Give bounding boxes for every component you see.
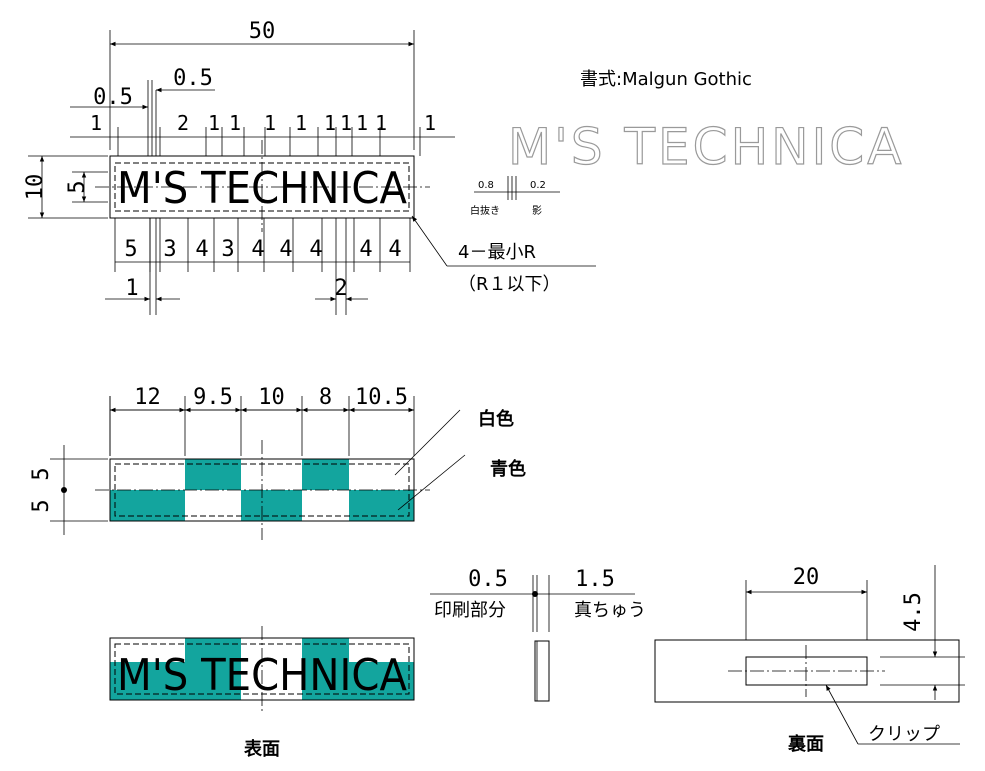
dim-letter-width: 4 bbox=[279, 237, 292, 262]
color-view: 12 9.5 10 8 10.5 5 5 白色 青色 bbox=[29, 385, 526, 540]
dim-letter-width: 3 bbox=[221, 237, 234, 262]
label-blue: 青色 bbox=[490, 458, 526, 480]
outline-left-value: 0.8 bbox=[478, 180, 494, 191]
dim-bottom-mid: 2 bbox=[334, 276, 347, 301]
dim-height-outer-label: 10 bbox=[23, 174, 48, 201]
body-thickness: 1.5 bbox=[575, 567, 615, 592]
clip-leader bbox=[825, 684, 859, 745]
front-label: 表面 bbox=[244, 738, 280, 760]
logo-top: M'S TECHNICA bbox=[117, 163, 407, 214]
outline-note: 0.8 0.2 白抜き 影 bbox=[470, 176, 560, 217]
dim-letter-width: 4 bbox=[388, 237, 401, 262]
clip-label: クリップ bbox=[868, 724, 940, 745]
back-plate-outline bbox=[654, 639, 960, 703]
dim-segment-label: 8 bbox=[319, 385, 332, 410]
dim-letter-width: 4 bbox=[251, 237, 264, 262]
dim-height-bottom: 5 bbox=[29, 499, 54, 512]
blue-block-top-1 bbox=[185, 459, 241, 490]
dim-gap-label: 1 bbox=[295, 111, 307, 135]
dim-gap-label: 1 bbox=[208, 111, 220, 135]
dim-gap-label: 1 bbox=[324, 111, 336, 135]
corner-note: 4－最小R bbox=[458, 242, 536, 263]
dim-overall-width-label: 50 bbox=[249, 19, 276, 44]
dim-letter-width: 3 bbox=[163, 237, 176, 262]
dim-segment-label: 10.5 bbox=[355, 385, 408, 410]
dim-height-top: 5 bbox=[29, 467, 54, 480]
dim-gap-label: 1 bbox=[424, 111, 436, 135]
dim-offset-b: 0.5 bbox=[173, 66, 213, 91]
dim-letter-width: 4 bbox=[309, 237, 322, 262]
dim-letter-width: 4 bbox=[195, 237, 208, 262]
outline-right-label: 影 bbox=[532, 205, 542, 217]
logo-front: M'S TECHNICA bbox=[117, 650, 407, 701]
side-view: 0.5 印刷部分 1.5 真ちゅう bbox=[430, 567, 646, 702]
print-label: 印刷部分 bbox=[434, 600, 506, 621]
front-view: M'S TECHNICA 表面 bbox=[109, 626, 415, 760]
clip-width: 20 bbox=[793, 565, 820, 590]
corner-leader bbox=[411, 215, 448, 267]
dim-gap-label: 1 bbox=[229, 111, 241, 135]
body-label: 真ちゅう bbox=[574, 600, 646, 621]
dim-gap-label: 1 bbox=[340, 111, 352, 135]
dim-gap-label: 1 bbox=[356, 111, 368, 135]
dim-height-inner-label: 5 bbox=[65, 180, 90, 193]
dim-bottom-left: 1 bbox=[125, 276, 138, 301]
dim-offset-a: 0.5 bbox=[93, 85, 133, 110]
clip-height: 4.5 bbox=[901, 592, 926, 632]
dim-gap-label: 1 bbox=[264, 111, 276, 135]
font-note: 書式:Malgun Gothic bbox=[580, 69, 752, 90]
back-view: 20 4.5 クリップ 裏面 bbox=[654, 565, 965, 755]
dim-gap-label: 1 bbox=[90, 111, 102, 135]
label-white: 白色 bbox=[478, 408, 514, 430]
dim-segment-label: 10 bbox=[258, 385, 285, 410]
outline-left-label: 白抜き bbox=[470, 204, 500, 217]
dim-segment-label: 9.5 bbox=[193, 385, 233, 410]
dim-letter-width: 5 bbox=[124, 237, 137, 262]
dim-segment-label: 12 bbox=[134, 385, 161, 410]
side-profile bbox=[534, 640, 550, 702]
back-label: 裏面 bbox=[787, 733, 824, 755]
corner-note-sub: （R１以下） bbox=[458, 274, 561, 295]
print-thickness: 0.5 bbox=[468, 567, 508, 592]
dim-letter-width: 4 bbox=[359, 237, 372, 262]
dim-gap-label: 1 bbox=[375, 111, 387, 135]
outline-right-value: 0.2 bbox=[530, 180, 546, 191]
dim-gap-label: 2 bbox=[177, 111, 189, 135]
logo-sample-large: M'S TECHNICA bbox=[508, 118, 904, 176]
